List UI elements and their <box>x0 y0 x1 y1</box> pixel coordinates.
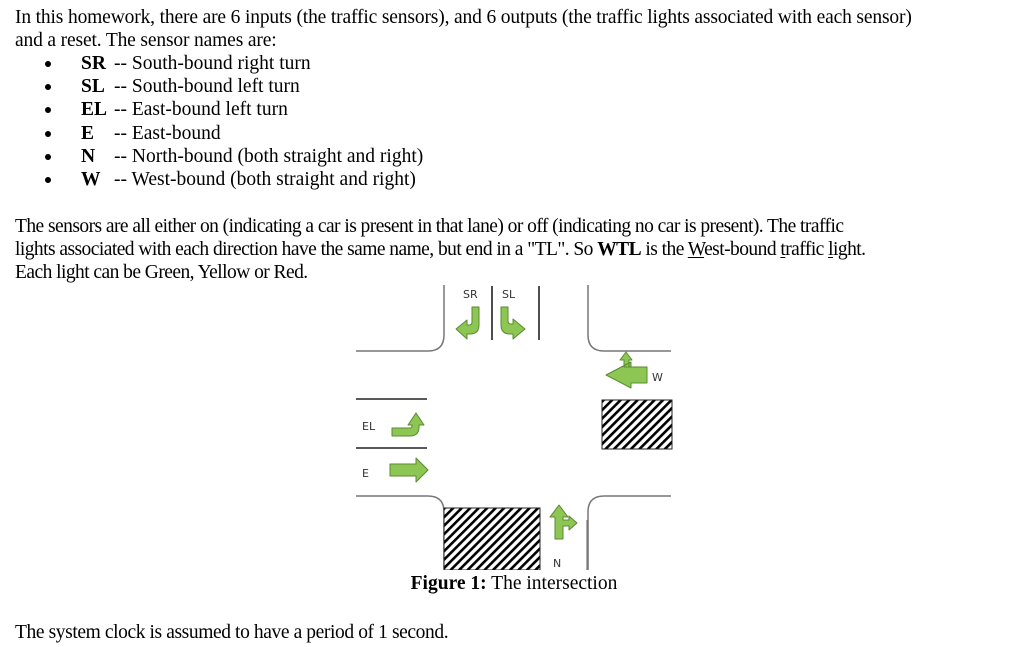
bullet-icon <box>45 84 51 91</box>
bullet-icon <box>45 130 51 137</box>
el-arrow-icon <box>391 412 425 437</box>
text-span: raffic <box>785 239 829 260</box>
sensor-desc: -- North-bound (both straight and right) <box>114 145 424 167</box>
text-span: lights associated with each direction ha… <box>15 239 598 260</box>
label-n: N <box>553 557 561 570</box>
bullet-icon <box>45 153 51 160</box>
sensor-key: EL <box>81 99 108 121</box>
figure-caption: Figure 1: The intersection <box>0 572 1024 595</box>
sensor-key: E <box>81 122 95 144</box>
label-el: EL <box>362 420 376 433</box>
sensor-desc: -- West-bound (both straight and right) <box>114 168 416 190</box>
sensor-desc: -- South-bound right turn <box>114 53 311 74</box>
intro-line-2: and a reset. The sensor names are: <box>15 30 277 51</box>
paragraph2-line-3: Each light can be Green, Yellow or Red. <box>15 262 308 283</box>
bullet-icon <box>45 176 51 183</box>
n-arrow-icon <box>549 504 578 540</box>
sensor-key: N <box>81 145 96 167</box>
bullet-icon <box>45 107 51 114</box>
sensor-desc: -- South-bound left turn <box>114 76 300 98</box>
sensor-key: SR <box>81 53 106 74</box>
label-sl: SL <box>502 288 516 301</box>
intersection-diagram: SR SL W EL E N <box>356 285 673 570</box>
sensor-key: W <box>81 168 101 190</box>
caption-text: The intersection <box>486 573 618 594</box>
road-edge-bottom-left <box>356 495 445 570</box>
underline-l: l <box>828 239 833 260</box>
label-w: W <box>652 371 663 384</box>
road-edge-top-left <box>356 285 445 352</box>
sl-arrow-icon <box>500 306 526 340</box>
road-edges <box>356 285 671 570</box>
sr-arrow-icon <box>455 306 480 340</box>
sensor-desc: -- East-bound left turn <box>114 99 288 121</box>
sensor-desc: -- East-bound <box>114 122 221 144</box>
paragraph2-line-1: The sensors are all either on (indicatin… <box>15 216 844 237</box>
text-span: est-bound <box>704 239 781 260</box>
bullet-icon <box>45 61 51 67</box>
closing-line: The system clock is assumed to have a pe… <box>15 622 449 643</box>
label-e: E <box>362 467 369 480</box>
sensor-key: SL <box>81 76 105 98</box>
paragraph2-line-2: lights associated with each direction ha… <box>15 238 866 261</box>
underline-w: W <box>687 239 705 260</box>
wtl-bold: WTL <box>597 239 642 260</box>
lane-dividers <box>356 286 540 449</box>
e-arrow-icon <box>389 457 429 483</box>
label-sr: SR <box>463 288 478 301</box>
hatched-block-south <box>443 507 541 570</box>
road-edge-bottom-right <box>587 495 671 570</box>
road-edge-top-right <box>587 285 671 352</box>
hatched-block-east <box>601 399 673 450</box>
intro-line-1: In this homework, there are 6 inputs (th… <box>15 7 912 28</box>
caption-label: Figure 1: <box>410 573 487 594</box>
text-span: is the <box>641 239 688 260</box>
text-span: ight. <box>833 239 866 260</box>
underline-t: t <box>780 239 786 260</box>
w-arrow-icon <box>605 351 648 389</box>
